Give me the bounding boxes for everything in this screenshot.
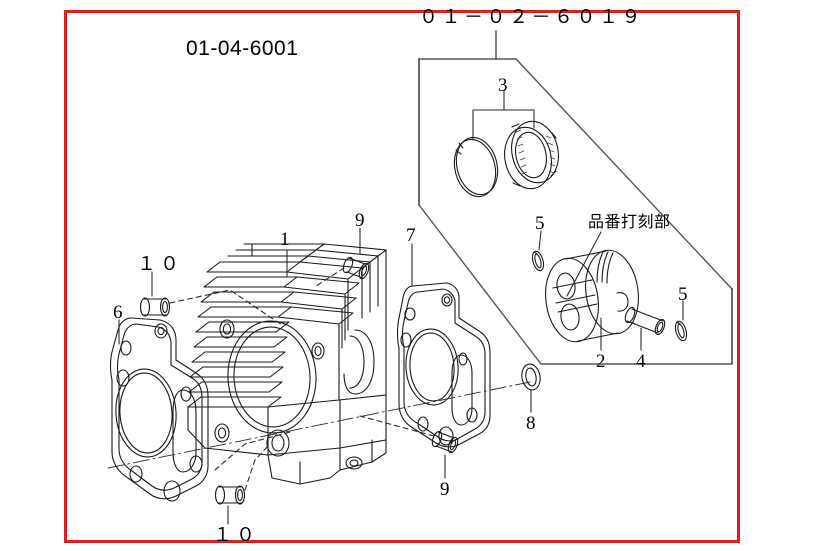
callout-piston-ring-set: 3 <box>498 75 509 96</box>
sheet-border <box>64 10 740 543</box>
callout-head-gasket: 6 <box>113 302 124 323</box>
assembly-code: ０１－０２－６０１９ <box>419 7 645 28</box>
callout-o-ring: 8 <box>526 413 537 434</box>
callout-dowel-pin-top: 9 <box>355 210 366 231</box>
callout-circlip-right: 5 <box>678 284 689 305</box>
callout-dowel-pin-bottom: 9 <box>440 479 451 500</box>
part-number-stamp-note: 品番打刻部 <box>588 212 671 231</box>
callout-knock-pin-bottom: １０ <box>213 525 260 546</box>
callout-knock-pin-top: １０ <box>137 254 184 275</box>
callout-piston: 2 <box>596 351 607 372</box>
callout-circlip-left: 5 <box>535 213 546 234</box>
callout-cylinder: 1 <box>280 229 291 250</box>
callout-piston-pin: 4 <box>636 351 647 372</box>
diagram-code: 01-04-6001 <box>186 37 299 60</box>
callout-base-gasket: 7 <box>406 225 417 246</box>
